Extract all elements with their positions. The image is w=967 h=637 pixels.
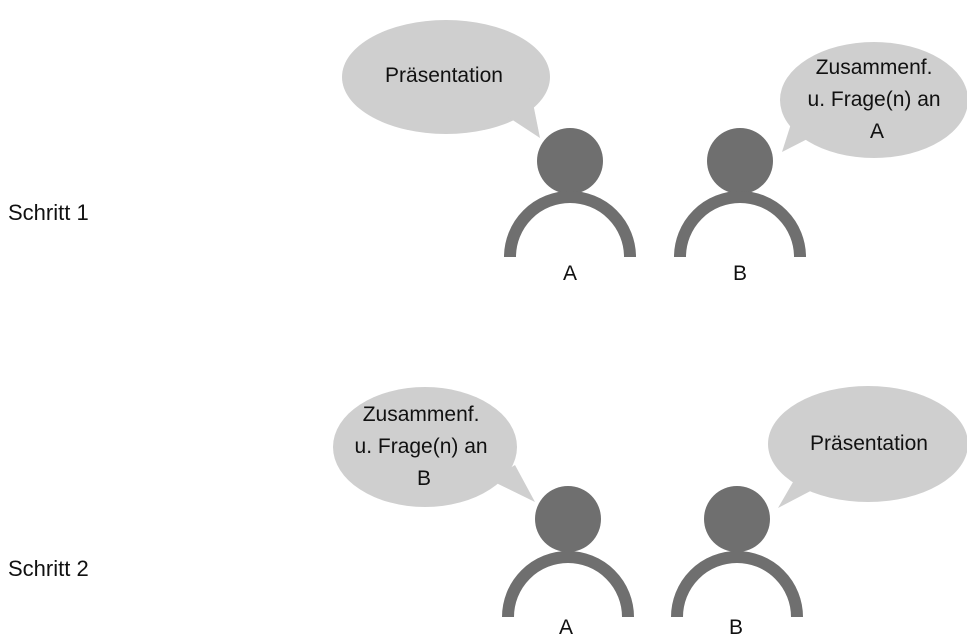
bubble-line: Präsentation [385,64,503,87]
bubble-line: A [870,120,884,143]
svg-text:Zusammenf. u. Frage(n): Zusammenf. u. Frage(n) an B [355,403,494,490]
svg-text:Zusammenf. u. Frage(n): Zusammenf. u. Frage(n) an A [808,56,947,143]
bubble-line: u. Frage(n) an [355,435,488,458]
person-a-icon: A [502,486,634,637]
person-b-icon: B [671,486,803,637]
svg-text:Präsentation: Präsentation [385,64,503,87]
svg-text:Präsentation: Präsentation [810,432,928,455]
bubble-line: B [417,467,431,490]
person-b-label: B [733,262,747,285]
speech-bubble-step1-a: Präsentation [342,20,550,138]
person-a-label: A [559,616,573,637]
bubble-line: Zusammenf. [363,403,480,426]
speech-bubble-step2-a: Zusammenf. u. Frage(n) an B [333,387,535,507]
speech-bubble-step2-b: Präsentation [768,386,967,508]
step-1: Schritt 1 Präsentation Zusammenf. u. Fra… [8,20,967,285]
person-a-icon: A [504,128,636,285]
speech-bubble-step1-b: Zusammenf. u. Frage(n) an A [780,42,967,158]
person-b-label: B [729,616,743,637]
person-b-icon: B [674,128,806,285]
step-1-label: Schritt 1 [8,200,89,225]
bubble-line: Präsentation [810,432,928,455]
step-2-label: Schritt 2 [8,556,89,581]
step-2: Schritt 2 Zusammenf. u. Frage(n) an B Pr… [8,386,967,637]
bubble-line: u. Frage(n) an [808,88,941,111]
person-a-label: A [563,262,577,285]
bubble-line: Zusammenf. [816,56,933,79]
